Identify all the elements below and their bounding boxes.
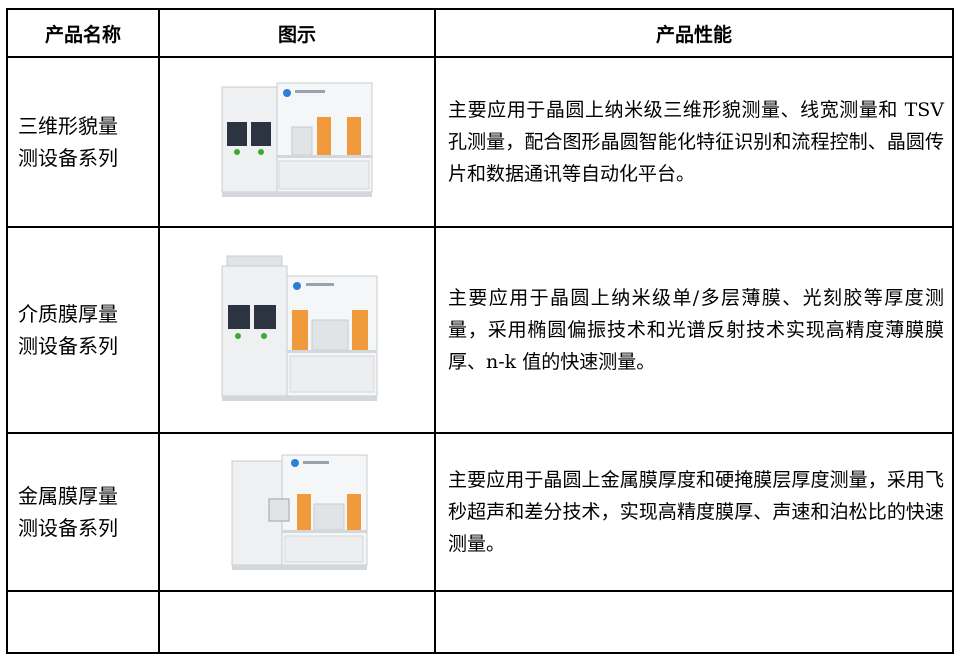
- 3d-profilometer-machine-icon: [221, 82, 373, 197]
- header-illustration: 图示: [158, 8, 436, 58]
- product-performance-cell: 主要应用于晶圆上纳米级三维形貌测量、线宽测量和 TSV 孔测量，配合图形晶圆智能…: [434, 56, 954, 228]
- product-image-cell: [158, 432, 436, 592]
- metal-film-thickness-machine-icon: [231, 454, 368, 570]
- table-row: [6, 590, 954, 654]
- dielectric-film-thickness-machine-icon: [221, 255, 378, 401]
- table-row: 三维形貌量 测设备系列: [6, 56, 954, 228]
- product-image-cell: [158, 56, 436, 228]
- product-name-line: 金属膜厚量: [18, 484, 118, 508]
- product-table: 产品名称 图示 产品性能 三维形貌量 测设备系列: [6, 8, 954, 654]
- product-name-cell: 三维形貌量 测设备系列: [6, 56, 160, 228]
- product-name-cell: 介质膜厚量 测设备系列: [6, 226, 160, 434]
- product-name-cell: [6, 590, 160, 654]
- product-name-line: 三维形貌量: [18, 114, 118, 138]
- product-performance-cell: 主要应用于晶圆上金属膜厚度和硬掩膜层厚度测量，采用飞秒超声和差分技术，实现高精度…: [434, 432, 954, 592]
- product-name-line: 介质膜厚量: [18, 302, 118, 326]
- product-image-cell: [158, 590, 436, 654]
- header-product-name: 产品名称: [6, 8, 160, 58]
- table-row: 金属膜厚量 测设备系列 主要应用于晶圆上金属膜厚度和: [6, 432, 954, 592]
- product-performance-cell: [434, 590, 954, 654]
- product-name-line: 测设备系列: [18, 146, 118, 170]
- header-product-performance: 产品性能: [434, 8, 954, 58]
- product-name-line: 测设备系列: [18, 334, 118, 358]
- product-name-cell: 金属膜厚量 测设备系列: [6, 432, 160, 592]
- table-header-row: 产品名称 图示 产品性能: [6, 8, 954, 58]
- product-performance-cell: 主要应用于晶圆上纳米级单/多层薄膜、光刻胶等厚度测量，采用椭圆偏振技术和光谱反射…: [434, 226, 954, 434]
- product-name-line: 测设备系列: [18, 516, 118, 540]
- table-row: 介质膜厚量 测设备系列: [6, 226, 954, 434]
- product-image-cell: [158, 226, 436, 434]
